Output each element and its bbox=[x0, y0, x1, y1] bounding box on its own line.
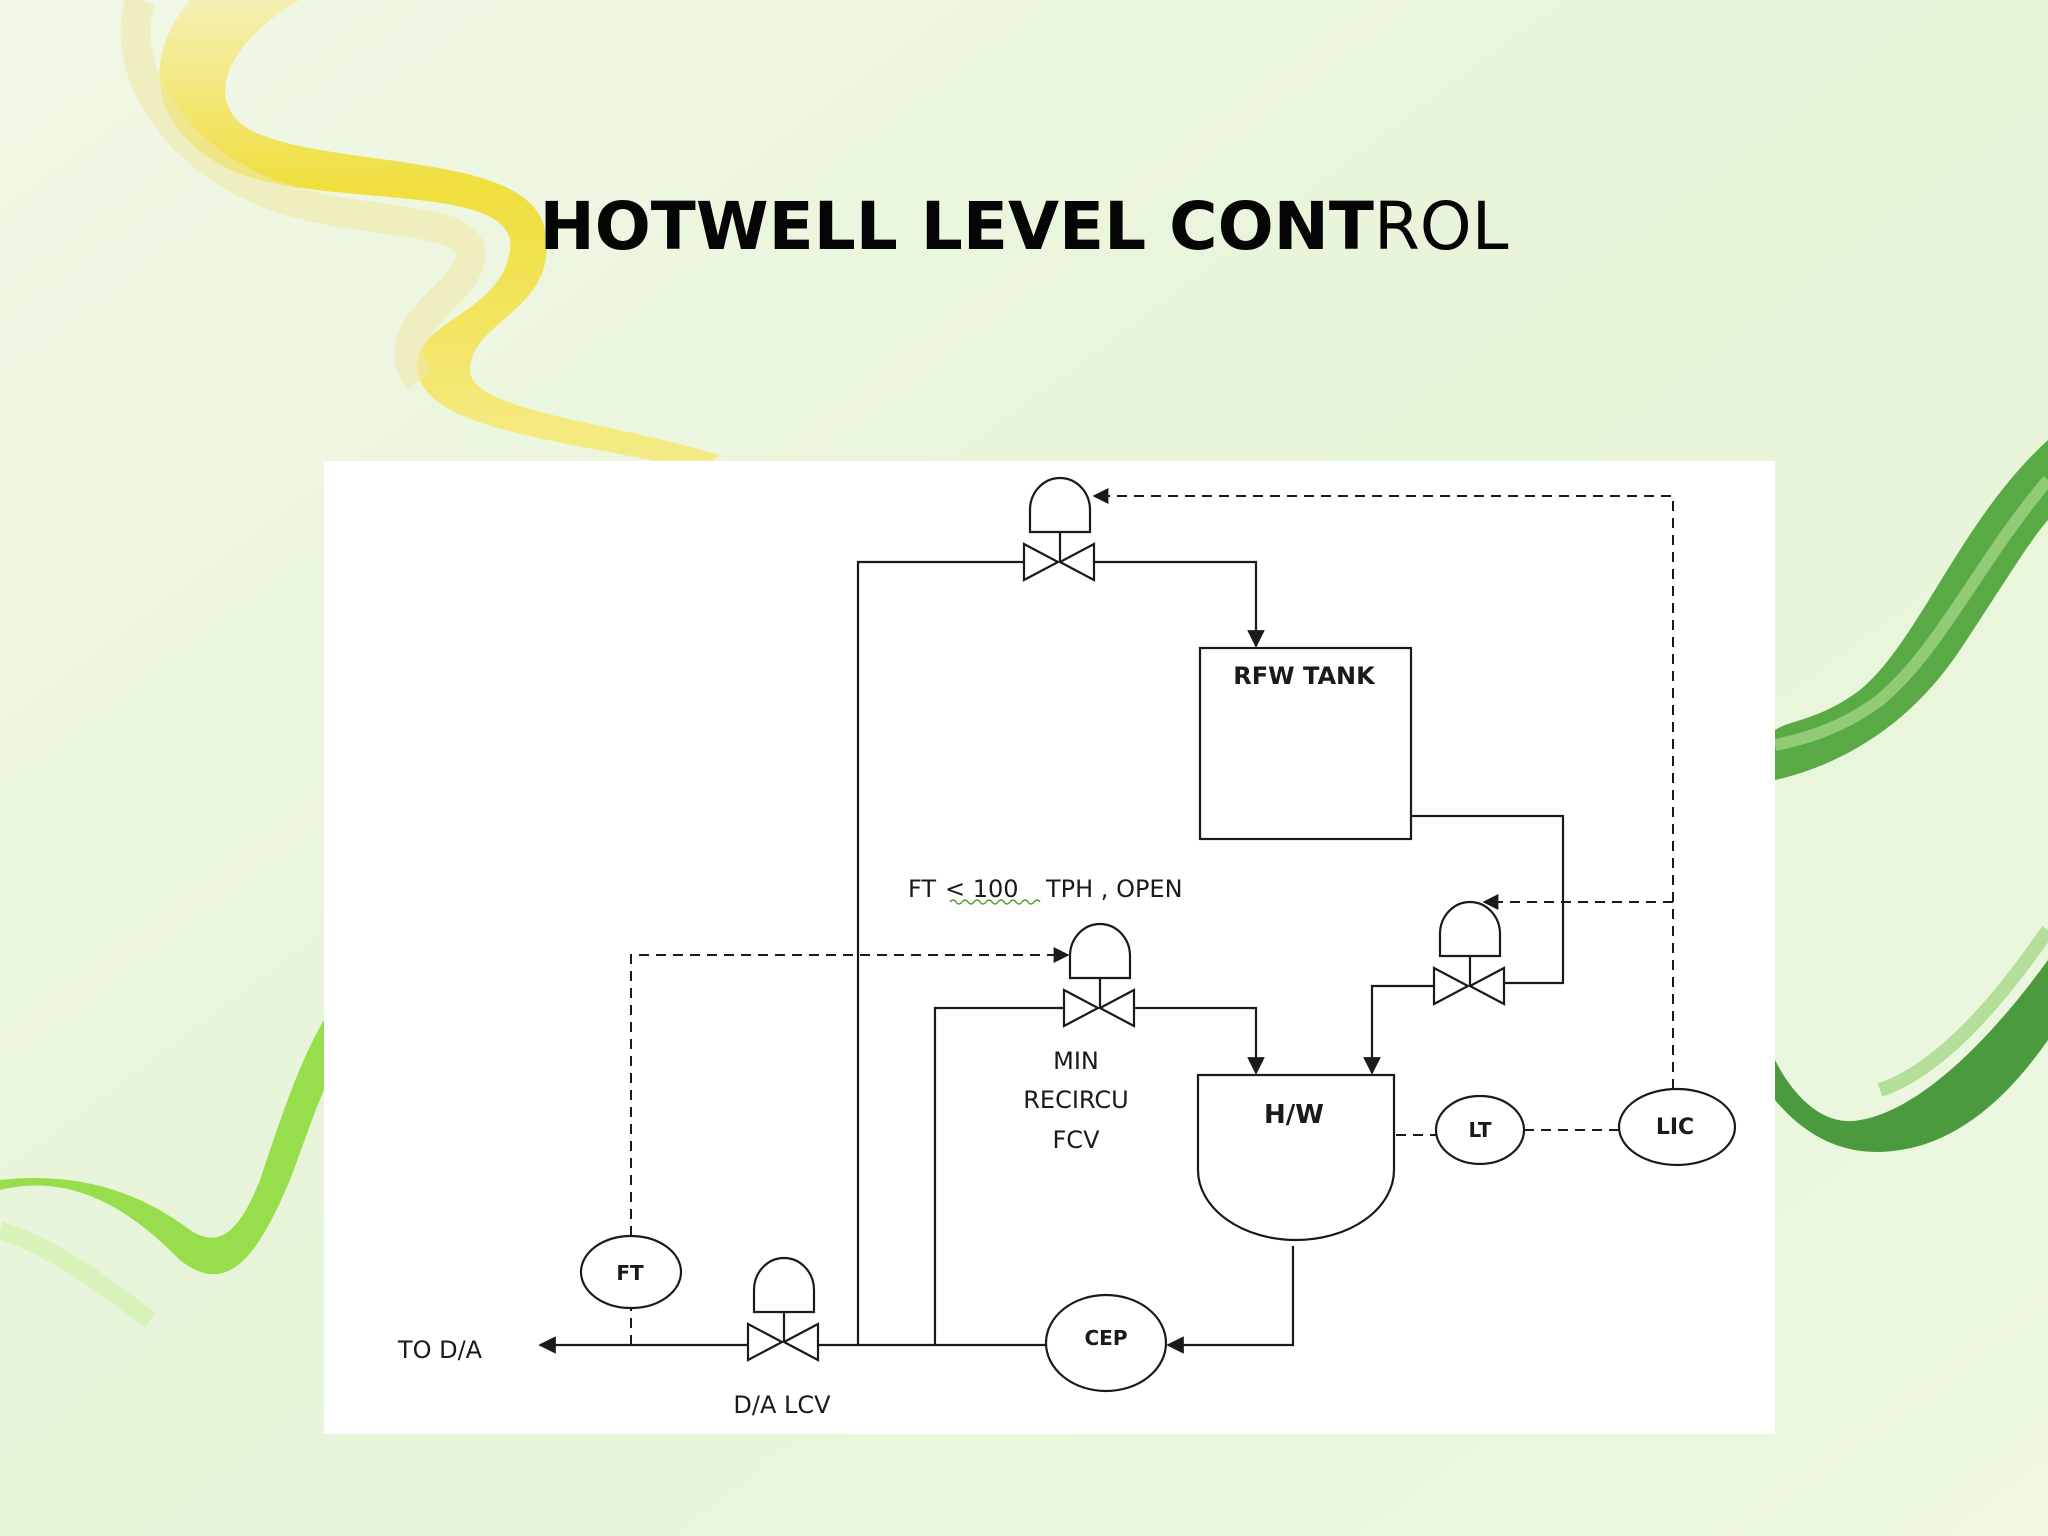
slide-title: HOTWELL LEVEL CONTROL bbox=[0, 188, 2048, 265]
top-control-valve bbox=[1022, 476, 1096, 582]
yellow-ribbon bbox=[159, 0, 721, 470]
cep-pump bbox=[1044, 1293, 1168, 1393]
to-da-label: TO D/A bbox=[397, 1336, 483, 1364]
hotwell-vessel bbox=[1196, 1073, 1396, 1242]
line-hotwell-to-cep bbox=[1166, 1246, 1295, 1354]
line-to-hotwell-right bbox=[1363, 984, 1434, 1075]
da-lcv-valve bbox=[746, 1256, 820, 1362]
cep-label: CEP bbox=[1085, 1326, 1128, 1350]
line-min-recirc-out bbox=[1134, 1006, 1265, 1075]
min-recirc-label-line1: MIN bbox=[1053, 1047, 1099, 1075]
spell-underline bbox=[949, 899, 1041, 905]
signal-ft-to-fcv bbox=[630, 947, 1070, 1236]
hotwell-control-diagram: RFW TANK H/W LT LIC FT CEP TO D/A D/A LC… bbox=[397, 476, 1737, 1419]
green-ribbon-right bbox=[1775, 440, 2048, 780]
da-lcv-label: D/A LCV bbox=[733, 1391, 831, 1419]
rfw-to-hotwell-valve bbox=[1432, 900, 1506, 1006]
hotwell-label: H/W bbox=[1264, 1100, 1324, 1130]
lt-label: LT bbox=[1468, 1118, 1491, 1142]
ft-condition-value: < 100 bbox=[945, 875, 1019, 903]
line-top-recirc bbox=[856, 560, 1024, 1345]
slide-title-rest: ROL bbox=[1373, 188, 1509, 265]
green-ribbon-left bbox=[0, 1020, 324, 1275]
min-recirc-fcv bbox=[1062, 922, 1136, 1028]
ft-label: FT bbox=[616, 1261, 644, 1285]
lic-controller bbox=[1617, 1087, 1737, 1167]
ft-condition-prefix: FT bbox=[908, 875, 936, 903]
rfw-tank bbox=[1198, 646, 1413, 841]
min-recirc-label-line2: RECIRCU bbox=[1023, 1086, 1128, 1114]
diagram-panel: RFW TANK H/W LT LIC FT CEP TO D/A D/A LC… bbox=[324, 461, 1775, 1434]
green-ribbon-right-lower bbox=[1775, 960, 2048, 1152]
signal-lic-to-top-valve bbox=[1092, 488, 1674, 1089]
line-rfw-out bbox=[1411, 814, 1565, 985]
line-top-to-rfw bbox=[1094, 560, 1265, 648]
slide-title-bold: HOTWELL LEVEL CONT bbox=[539, 188, 1374, 265]
line-min-recirc bbox=[933, 1006, 1064, 1345]
lic-label: LIC bbox=[1656, 1115, 1694, 1140]
min-recirc-label-line3: FCV bbox=[1053, 1126, 1101, 1154]
ft-condition-suffix: TPH , OPEN bbox=[1045, 875, 1183, 903]
rfw-tank-label: RFW TANK bbox=[1233, 662, 1376, 690]
